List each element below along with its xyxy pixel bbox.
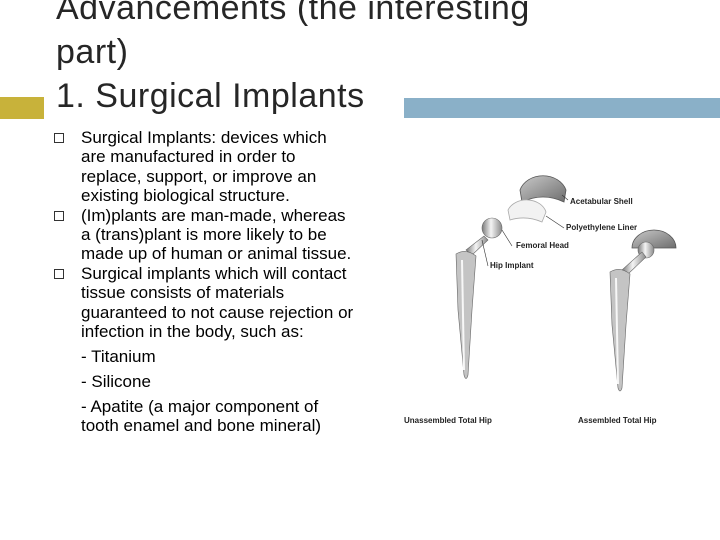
- label-assembled: Assembled Total Hip: [578, 416, 657, 425]
- bullet-item: Surgical Implants: devices which are man…: [54, 128, 354, 206]
- hip-implant-figure: Acetabular Shell Polyethylene Liner Femo…: [404, 175, 677, 425]
- accent-bar-right: [404, 98, 720, 118]
- slide-title: Advancements (the interesting part) 1. S…: [56, 0, 616, 118]
- assembled-neck: [621, 251, 647, 275]
- square-bullet-icon: [54, 268, 64, 279]
- square-bullet-icon: [54, 133, 64, 143]
- title-line-3: 1. Surgical Implants: [56, 77, 365, 115]
- assembled-hip: [609, 229, 677, 392]
- accent-bar-left: [0, 97, 44, 119]
- title-line-2: part): [56, 33, 129, 71]
- bullet-text: Surgical implants which will contact tis…: [81, 263, 354, 342]
- material-item: - Apatite (a major component of tooth en…: [81, 397, 322, 436]
- label-polyethylene-liner: Polyethylene Liner: [566, 223, 637, 232]
- label-unassembled: Unassembled Total Hip: [404, 416, 492, 425]
- bullet-text: Surgical Implants: devices which are man…: [81, 128, 327, 206]
- bullet-item: Surgical implants which will contact tis…: [54, 264, 354, 342]
- label-femoral-head: Femoral Head: [516, 241, 569, 250]
- assembled-shell: [631, 229, 677, 249]
- unassembled-hip: [455, 175, 567, 379]
- bullet-text: (Im)plants are man-made, whereas a (tran…: [81, 205, 352, 264]
- polyethylene-liner-part: [507, 199, 547, 223]
- stem-highlight: [461, 259, 465, 371]
- femoral-stem-part: [455, 251, 477, 379]
- femoral-head-part: [481, 217, 503, 239]
- assembled-stem-highlight: [615, 277, 619, 385]
- bullet-list: Surgical Implants: devices which are man…: [54, 128, 354, 435]
- label-hip-implant: Hip Implant: [490, 261, 534, 270]
- bullet-item: (Im)plants are man-made, whereas a (tran…: [54, 206, 354, 264]
- title-line-1: Advancements (the interesting: [56, 0, 530, 27]
- square-bullet-icon: [54, 210, 64, 221]
- assembled-stem: [609, 269, 631, 392]
- acetabular-shell-part: [519, 175, 567, 203]
- material-item: - Silicone: [81, 372, 151, 392]
- material-item: - Titanium: [81, 347, 156, 367]
- leader-lines: [481, 194, 569, 267]
- label-acetabular-shell: Acetabular Shell: [570, 197, 633, 206]
